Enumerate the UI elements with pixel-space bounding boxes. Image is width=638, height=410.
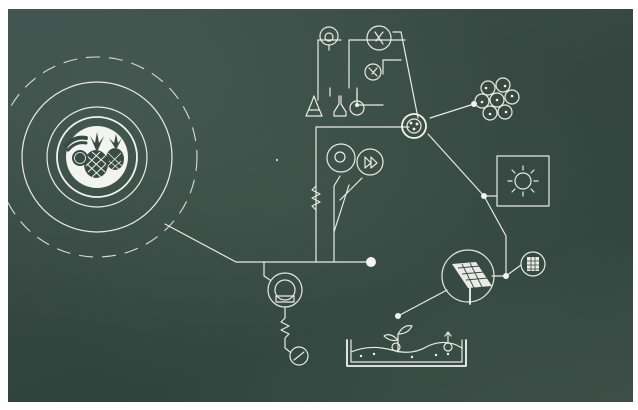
outer-dashed-ring bbox=[0, 56, 198, 258]
cell-cluster-icon bbox=[474, 77, 520, 121]
connector-lines bbox=[164, 31, 522, 317]
pineapple-and-fruit-icon bbox=[64, 132, 124, 178]
microscope-icon bbox=[364, 25, 392, 81]
solar-panel-icon bbox=[441, 249, 495, 305]
pump-icon bbox=[263, 272, 303, 353]
plant-soil-tray-icon bbox=[346, 325, 467, 367]
outer-ring bbox=[21, 81, 173, 233]
middle-ring bbox=[46, 106, 148, 208]
sun-icon bbox=[496, 155, 550, 207]
meter-icon bbox=[289, 346, 309, 366]
inner-ring bbox=[56, 116, 138, 198]
fruit-hub bbox=[0, 56, 198, 258]
laboratory-glassware-icon bbox=[305, 26, 365, 117]
trunk-end-dot bbox=[366, 257, 376, 267]
cell-organelles-icon bbox=[326, 143, 384, 176]
junction-dots bbox=[355, 101, 509, 319]
grid-panel-icon bbox=[520, 251, 546, 277]
petri-dish-icon bbox=[401, 113, 427, 139]
